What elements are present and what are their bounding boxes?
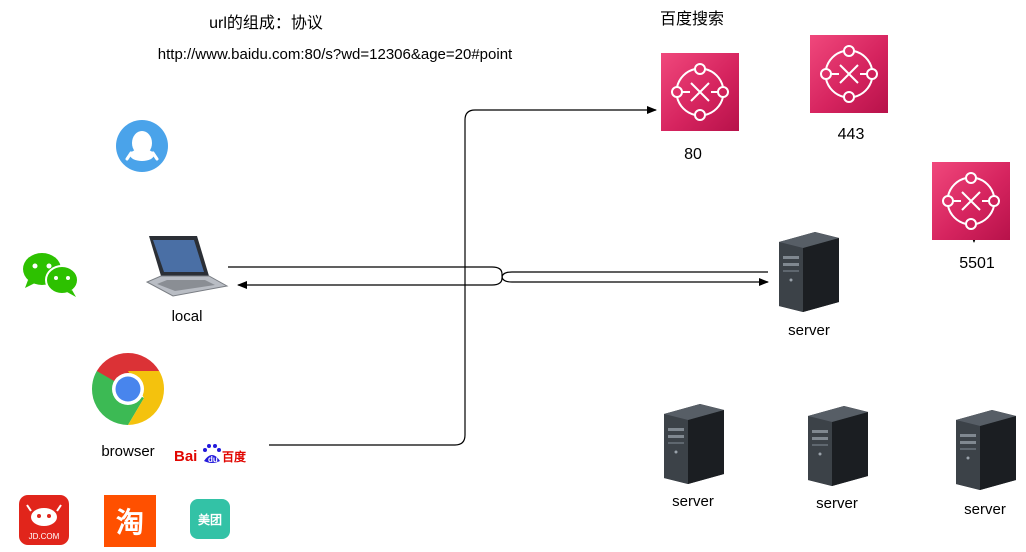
router-icon-port443 [810, 35, 888, 113]
laptop-icon [143, 234, 229, 298]
server-label: server [672, 493, 714, 510]
local-label: local [171, 308, 203, 325]
port-label-5501: 5501 [959, 255, 995, 272]
router-icon-port80 [661, 53, 739, 131]
local-to-server-arrow [228, 266, 769, 286]
chrome-icon [90, 351, 166, 427]
server-label: server [816, 495, 858, 512]
router-icon-port5501 [932, 162, 1010, 240]
meituan-app-icon: 美团 [190, 499, 230, 539]
baidu-logo: Bai du 百度 [174, 441, 248, 467]
svg-text:淘: 淘 [116, 506, 144, 539]
svg-text:Bai: Bai [174, 448, 197, 465]
port-label-80: 80 [684, 146, 702, 163]
server-icon [806, 404, 870, 486]
server-to-local-arrow [237, 271, 768, 289]
svg-text:百度: 百度 [222, 449, 247, 464]
qq-icon [115, 119, 169, 173]
server-icon [777, 230, 841, 312]
service-name: 百度搜索 [659, 11, 725, 28]
browser-label: browser [101, 443, 155, 460]
network-router-icon [942, 172, 1000, 230]
svg-text:du: du [208, 455, 218, 464]
server-label: server [788, 322, 830, 339]
diagram-title: url的组成：协议 [209, 15, 323, 32]
jd-app-icon: JD.COM [19, 495, 69, 545]
server-label: server [964, 501, 1006, 518]
server-icon [954, 408, 1018, 490]
svg-text:JD.COM: JD.COM [29, 532, 60, 541]
browser-to-port80-arrow [269, 106, 657, 446]
url-example: http://www.baidu.com:80/s?wd=12306&age=2… [157, 46, 513, 63]
server-icon [662, 402, 726, 484]
network-router-icon [820, 45, 878, 103]
svg-text:美团: 美团 [198, 512, 222, 527]
port-label-443: 443 [837, 126, 865, 143]
network-router-icon [671, 63, 729, 121]
wechat-icon [20, 250, 80, 298]
taobao-app-icon: 淘 [104, 495, 156, 547]
